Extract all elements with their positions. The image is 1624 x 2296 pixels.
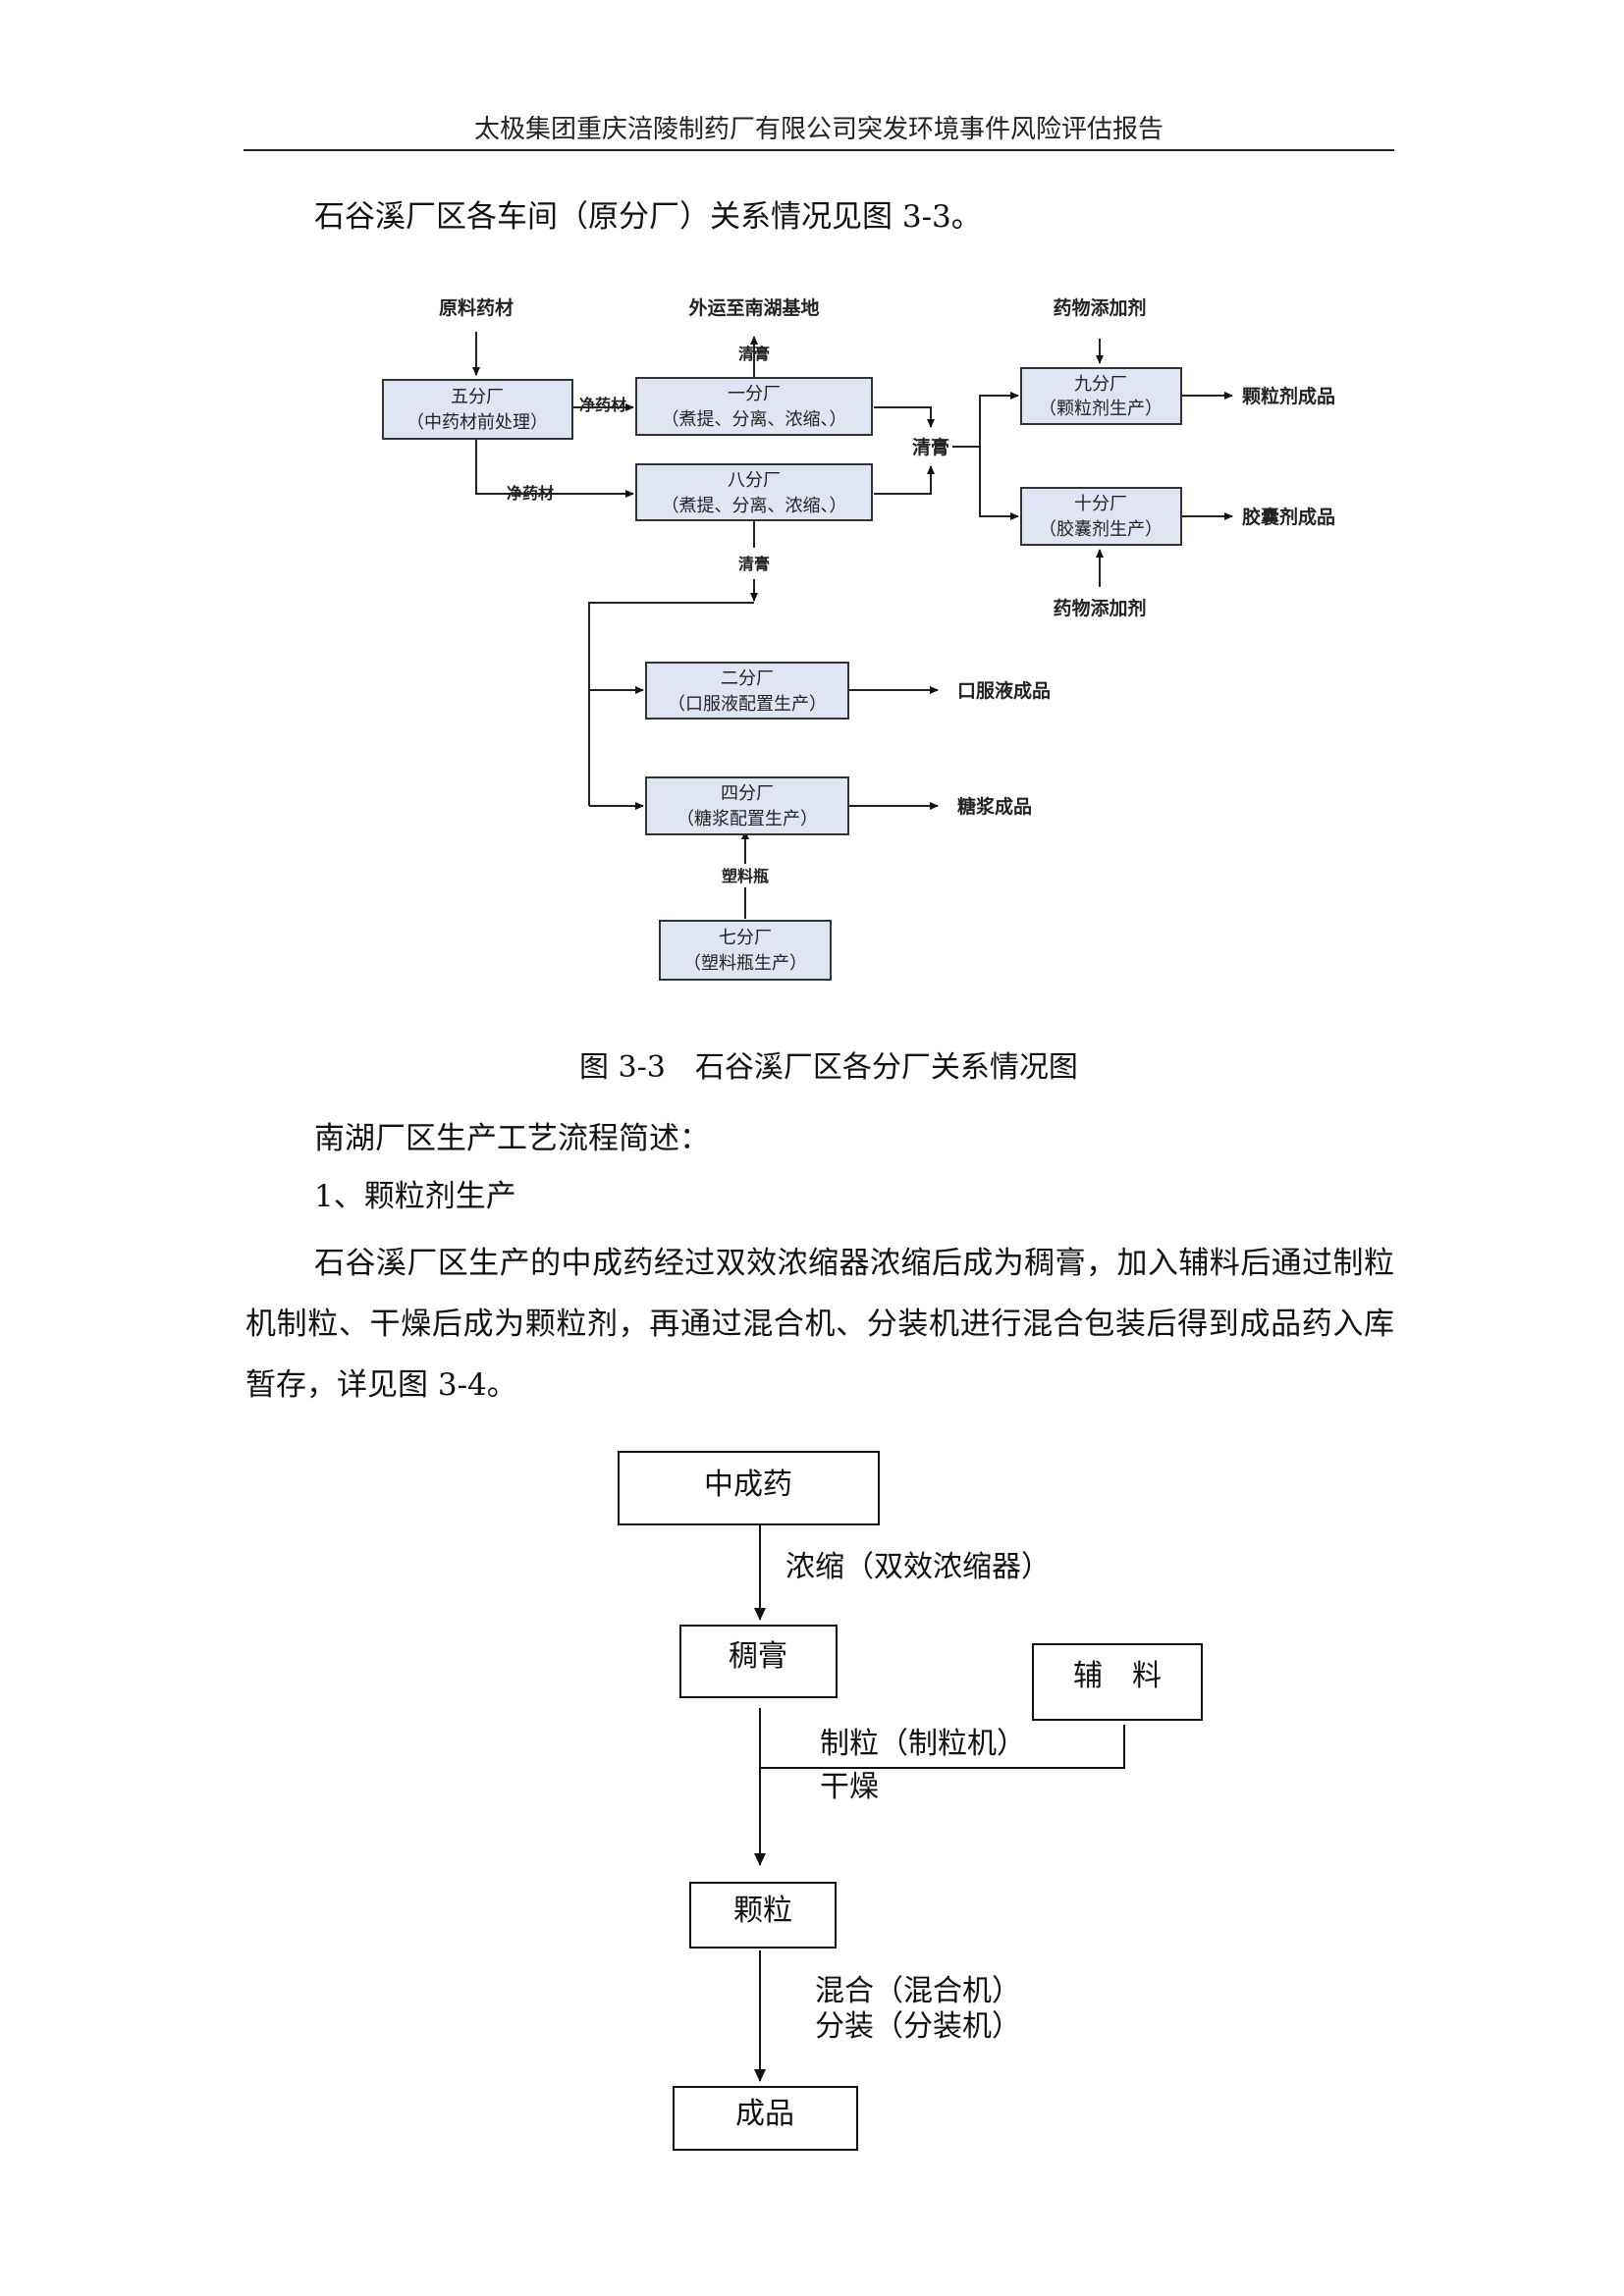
flow-keli-label: 颗粒 <box>733 1894 792 1928</box>
factory-box-f1: 一分厂 （煮提、分离、浓缩、） <box>635 377 873 436</box>
flow-zhongchengyao-label: 中成药 <box>704 1468 792 1502</box>
label-qinggao-down: 清膏 <box>738 555 770 573</box>
label-jingyaocai-2: 净药材 <box>507 484 554 503</box>
factory-f4-desc: （糖浆配置生产） <box>677 809 818 829</box>
factory-box-f9: 九分厂 （颗粒剂生产） <box>1020 367 1182 425</box>
label-outbound: 外运至南湖基地 <box>688 296 819 319</box>
factory-box-f5: 五分厂 （中药材前处理） <box>382 379 573 440</box>
label-additive-top: 药物添加剂 <box>1053 296 1146 319</box>
figure-3-3-caption: 图 3-3 石谷溪厂区各分厂关系情况图 <box>579 1050 1078 1085</box>
flow-chougao-label: 稠膏 <box>729 1639 787 1674</box>
factory-f4-title: 四分厂 <box>721 783 774 804</box>
factory-f10-title: 十分厂 <box>1074 494 1127 514</box>
factory-f2-title: 二分厂 <box>721 668 774 689</box>
label-jingyaocai-1: 净药材 <box>579 396 626 414</box>
label-granulate: 制粒（制粒机） <box>820 1727 1026 1761</box>
factory-box-f10: 十分厂 （胶囊剂生产） <box>1020 487 1182 546</box>
figure-3-4-diagram: 中成药 浓缩（双效浓缩器） 稠膏 辅 料 制粒（制粒机） 干燥 颗粒 混合（混合… <box>618 1451 1203 2151</box>
factory-f1-desc: （煮提、分离、浓缩、） <box>662 409 847 430</box>
factory-f2-desc: （口服液配置生产） <box>668 694 827 715</box>
factory-f8-title: 八分厂 <box>728 470 781 491</box>
factory-f7-title: 七分厂 <box>719 928 772 948</box>
label-capsule-product: 胶囊剂成品 <box>1242 506 1335 528</box>
label-plastic-bottle: 塑料瓶 <box>722 867 769 885</box>
label-additive-bottom: 药物添加剂 <box>1053 597 1146 619</box>
section-item: 1、颗粒剂生产 <box>314 1179 516 1214</box>
flow-box-chengpin: 成品 <box>673 2086 858 2151</box>
factory-box-f8: 八分厂 （煮提、分离、浓缩、） <box>635 463 873 521</box>
factory-f9-desc: （颗粒剂生产） <box>1039 399 1163 419</box>
flow-box-keli: 颗粒 <box>689 1882 837 1949</box>
flow-box-fuliao: 辅 料 <box>1032 1643 1203 1721</box>
factory-f10-desc: （胶囊剂生产） <box>1039 519 1163 540</box>
body-paragraph: 石谷溪厂区生产的中成药经过双效浓缩器浓缩后成为稠膏，加入辅料后通过制粒机制粒、干… <box>245 1246 1394 1403</box>
flow-chengpin-label: 成品 <box>735 2097 794 2131</box>
factory-f1-title: 一分厂 <box>728 384 781 404</box>
label-concentrate: 浓缩（双效浓缩器） <box>785 1550 1051 1584</box>
factory-f5-title: 五分厂 <box>451 387 504 407</box>
label-pack: 分装（分装机） <box>815 2009 1021 2044</box>
figure-3-3-diagram: 五分厂 （中药材前处理） 一分厂 （煮提、分离、浓缩、） 八分厂 （煮提、分离、… <box>382 296 1335 981</box>
label-syrup-product: 糖浆成品 <box>957 795 1032 818</box>
intro-line: 石谷溪厂区各车间（原分厂）关系情况见图 3-3。 <box>314 199 982 235</box>
factory-f5-desc: （中药材前处理） <box>406 412 548 433</box>
section-intro: 南湖厂区生产工艺流程简述： <box>314 1121 710 1156</box>
label-dry: 干燥 <box>820 1770 879 1804</box>
factory-f7-desc: （塑料瓶生产） <box>683 953 807 974</box>
label-qinggao-center: 清膏 <box>912 436 949 458</box>
flow-fuliao-label: 辅 料 <box>1073 1659 1162 1693</box>
page-header: 太极集团重庆涪陵制药厂有限公司突发环境事件风险评估报告 <box>473 115 1164 144</box>
flow-box-zhongchengyao: 中成药 <box>618 1451 880 1525</box>
factory-box-f4: 四分厂 （糖浆配置生产） <box>645 776 849 835</box>
factory-box-f2: 二分厂 （口服液配置生产） <box>645 662 849 720</box>
label-qinggao-up: 清膏 <box>738 345 770 363</box>
header-rule <box>244 149 1394 151</box>
label-oral-product: 口服液成品 <box>957 679 1051 702</box>
flow-box-chougao: 稠膏 <box>679 1625 838 1698</box>
label-granule-product: 颗粒剂成品 <box>1242 385 1335 407</box>
factory-f8-desc: （煮提、分离、浓缩、） <box>662 496 847 516</box>
label-raw-material: 原料药材 <box>439 296 514 319</box>
label-mix: 混合（混合机） <box>815 1974 1021 2008</box>
factory-box-f7: 七分厂 （塑料瓶生产） <box>659 920 832 981</box>
factory-f9-title: 九分厂 <box>1074 374 1127 395</box>
